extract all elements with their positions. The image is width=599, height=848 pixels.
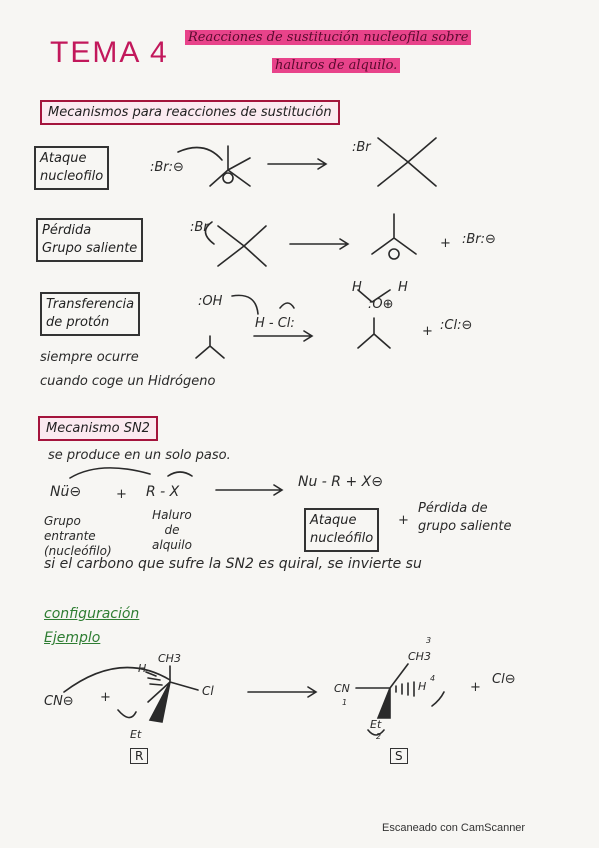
plus-sign: + [470,680,481,695]
label-line: grupo saliente [418,519,512,534]
hydrogen-label-product: H [418,680,427,693]
bond-break-arrow-icon [167,471,193,477]
reaction-arrow-icon [215,484,284,496]
note-siempre: siempre ocurre [40,350,139,365]
chloride-ion: :Cl:⊖ [440,318,473,333]
inversion-arrow-icon [117,709,137,719]
section-heading-sn2: Mecanismo SN2 [38,416,158,441]
priority-arrow-icon [431,691,445,707]
oxonium-bonds [357,289,391,349]
ethyl-label: Et [130,728,142,741]
box-line: Pérdida [42,223,92,238]
leaving-arrow-icon [204,221,215,245]
scanner-watermark: Escaneado con CamScanner [382,822,526,834]
label-line: de [164,523,180,537]
box-line: Transferencia [46,297,135,312]
chlorine-label: Cl [202,684,214,698]
wedge-bond [376,687,391,719]
halide-bonds [217,225,267,267]
hydrogen-left: H [352,280,362,295]
box-line: nucleofilo [40,169,104,184]
label-line: (nucleófilo) [44,544,112,558]
positive-charge-icon [222,172,234,184]
box-ataque-nucleofilo: Ataque nucleofilo [34,146,110,190]
alcohol-bonds [195,335,225,359]
substrate-bonds [147,665,199,703]
label-line: alquilo [152,538,192,552]
label-line: Pérdida de [418,501,488,516]
attack-arrow-icon [177,146,223,161]
box-line: nucleófilo [310,531,374,546]
reaction-arrow-icon [289,238,350,250]
methyl-label: CH3 [158,652,181,665]
cyanide-nucleophile: CN⊖ [44,694,74,709]
hash-bonds [395,681,415,697]
plus-sign: + [440,236,451,251]
bromide-nucleophile: :Br:⊖ [150,160,184,175]
carbocation-bonds [209,145,251,187]
cyano-group: CN [334,682,350,695]
plus-sign: + [116,487,127,502]
box-line: Ataque [40,151,87,166]
label-line: Haluro [152,508,192,522]
proton-arrow-icon [231,294,259,315]
box-line: de protón [46,315,110,330]
note-quiral: si el carbono que sufre la SN2 es quiral… [44,556,422,572]
nucleophile-arrow-icon [69,467,151,479]
priority-arrow-icon [367,729,385,736]
label-grupo-entrante: Grupo entrante (nucleófilo) [44,514,112,559]
positive-charge-icon [388,248,400,260]
section-heading-mecanismos: Mecanismos para reacciones de sustitució… [40,100,340,125]
reaction-arrow-icon [247,686,318,698]
plus-sign: + [398,513,409,528]
config-r-badge: R [130,748,149,764]
sn2-intro: se produce en un solo paso. [48,448,231,463]
note-configuracion: configuración [44,606,140,622]
methyl-label-product: CH3 [408,650,431,663]
product-x-bonds [377,137,437,187]
product-bonds [355,663,409,689]
box-line: Grupo saliente [42,241,138,256]
box-transferencia-proton: Transferencia de protón [40,292,141,336]
wedge-bond [148,681,171,723]
bromo-leaving-group: :Br [190,220,209,235]
box-perdida-grupo-saliente: Pérdida Grupo saliente [36,218,144,262]
chloride-ion-product: Cl⊖ [492,672,516,687]
hydrogen-right: H [398,280,408,295]
priority-2: 2 [376,732,382,741]
title-line-1: Reacciones de sustitución nucleofila sob… [185,30,472,45]
plus-sign: + [100,690,111,705]
hash-bonds [145,671,163,686]
hydrogen-chloride: H - Cl: [255,316,295,331]
label-perdida-grupo: Pérdida de grupo saliente [418,500,511,536]
label-line: entrante [44,529,96,543]
title-line-2: haluros de alquilo. [272,58,401,73]
priority-4: 4 [430,674,436,683]
config-s-badge: S [390,748,408,764]
label-line: Grupo [44,514,81,528]
ethyl-label-product: Et [370,718,382,731]
carbocation-product-bonds [371,213,417,255]
priority-3: 3 [426,636,432,645]
page-title: TEMA 4 [50,36,169,69]
note-cuando: cuando coge un Hidrógeno [40,374,216,389]
sn2-product: Nu - R + X⊖ [298,474,383,490]
bromide-ion: :Br:⊖ [462,232,496,247]
plus-sign: + [422,324,433,339]
hydroxide-group: :OH [198,294,223,309]
label-ejemplo: Ejemplo [44,630,101,646]
box-ataque-sn2: Ataque nucleófilo [304,508,380,552]
bond-arrow-icon [279,302,295,309]
priority-1: 1 [342,698,348,707]
reaction-arrow-icon [253,330,314,342]
nucleophile: Nü⊖ [50,484,82,500]
label-haluro-alquilo: Haluro de alquilo [152,508,192,553]
attack-arrow-icon [63,666,171,693]
alkyl-halide: R - X [146,484,180,500]
reaction-arrow-icon [267,158,328,170]
bromo-product: :Br [352,140,371,155]
box-line: Ataque [310,513,357,528]
